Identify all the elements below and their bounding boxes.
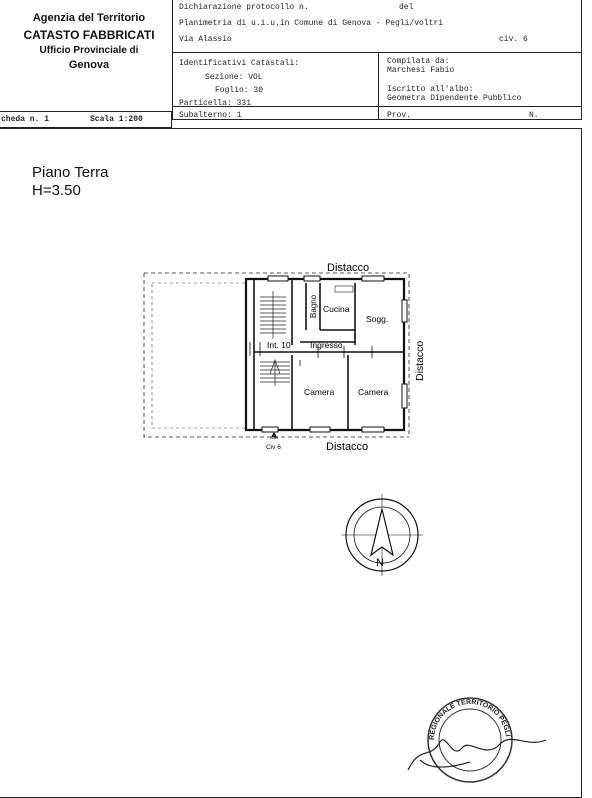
label-distacco-bottom: Distacco — [326, 441, 368, 453]
official-stamp: REGIONALE TERRITORIO PEGLI VOLTRI GENOVA — [0, 0, 547, 783]
window-marks — [261, 275, 408, 433]
subalterno: Subalterno: 1 — [179, 111, 242, 120]
prov-label: Prov. — [387, 111, 412, 120]
label-ingresso: Ingresso — [310, 340, 343, 350]
protocol-del: del — [399, 3, 414, 12]
subalterno-divider — [172, 106, 379, 107]
label-cucina: Cucina — [323, 304, 350, 314]
dashed-boundary — [143, 272, 410, 438]
compass-icon: N — [341, 494, 423, 576]
agency-block: Agenzia del Territorio CATASTO FABBRICAT… — [0, 12, 178, 71]
compass-north-label: N — [376, 557, 384, 569]
compilata-label: Compilata da: — [387, 57, 450, 66]
iscritto-value: Geometra Dipendente Pubblico — [387, 94, 522, 103]
sezione: Sezione: VOL — [205, 73, 263, 82]
compilata-divider — [378, 106, 582, 107]
particella: Particella: 331 — [179, 99, 252, 108]
stairs — [260, 291, 290, 386]
label-civic: Civ 6 — [266, 444, 281, 451]
n-label: N. — [529, 111, 539, 120]
identificativi-title: Identificativi Catastali: — [179, 59, 300, 68]
agency-name: Agenzia del Territorio — [32, 12, 146, 24]
interior-walls — [253, 279, 404, 430]
floor-label: Piano Terra — [32, 164, 109, 181]
civic-number: civ. 6 — [499, 35, 528, 44]
door-ticks — [249, 342, 373, 366]
kitchen-counter — [334, 285, 354, 293]
label-distacco-right: Distacco — [414, 341, 426, 381]
protocol-label: Dichiarazione protocollo n. — [179, 3, 309, 12]
compilata-box: Compilata da: Marchesi Fabio Iscritto al… — [378, 52, 582, 120]
scheda-number: cheda n. 1 — [1, 115, 50, 124]
signature — [407, 738, 547, 771]
label-bagno: Bagno — [309, 294, 318, 318]
iscritto-label: Iscritto all'albo: — [387, 85, 474, 94]
catasto-fabbricati: CATASTO FABBRICATI — [23, 28, 155, 42]
label-int: Int. 10 — [267, 340, 291, 350]
scheda-box: cheda n. 1 Scala 1:200 — [0, 111, 172, 128]
ufficio-provinciale: Ufficio Provinciale di — [39, 45, 139, 56]
foglio: Foglio: 30 — [215, 86, 264, 95]
planimetria-line: Planimetria di u.i.u.in Comune di Genova… — [179, 19, 444, 28]
scheda-scale: Scala 1:200 — [90, 115, 143, 124]
compilata-name: Marchesi Fabio — [387, 66, 455, 75]
label-distacco-top: Distacco — [327, 262, 369, 274]
label-camera-1: Camera — [304, 387, 335, 397]
civic-arrow — [271, 432, 277, 437]
street-line: Via Alassio — [179, 35, 232, 44]
courtyard-outline — [151, 282, 247, 429]
ufficio-city: Genova — [68, 59, 110, 71]
outer-walls — [244, 277, 406, 432]
stamp-text: REGIONALE TERRITORIO PEGLI VOLTRI GENOVA — [0, 0, 511, 740]
label-sogg: Sogg. — [366, 314, 388, 324]
svg-text:REGIONALE TERRITORIO PEGLI VOL: REGIONALE TERRITORIO PEGLI VOLTRI GENOVA — [0, 0, 511, 740]
label-camera-2: Camera — [358, 387, 389, 397]
floor-height: H=3.50 — [32, 182, 81, 199]
